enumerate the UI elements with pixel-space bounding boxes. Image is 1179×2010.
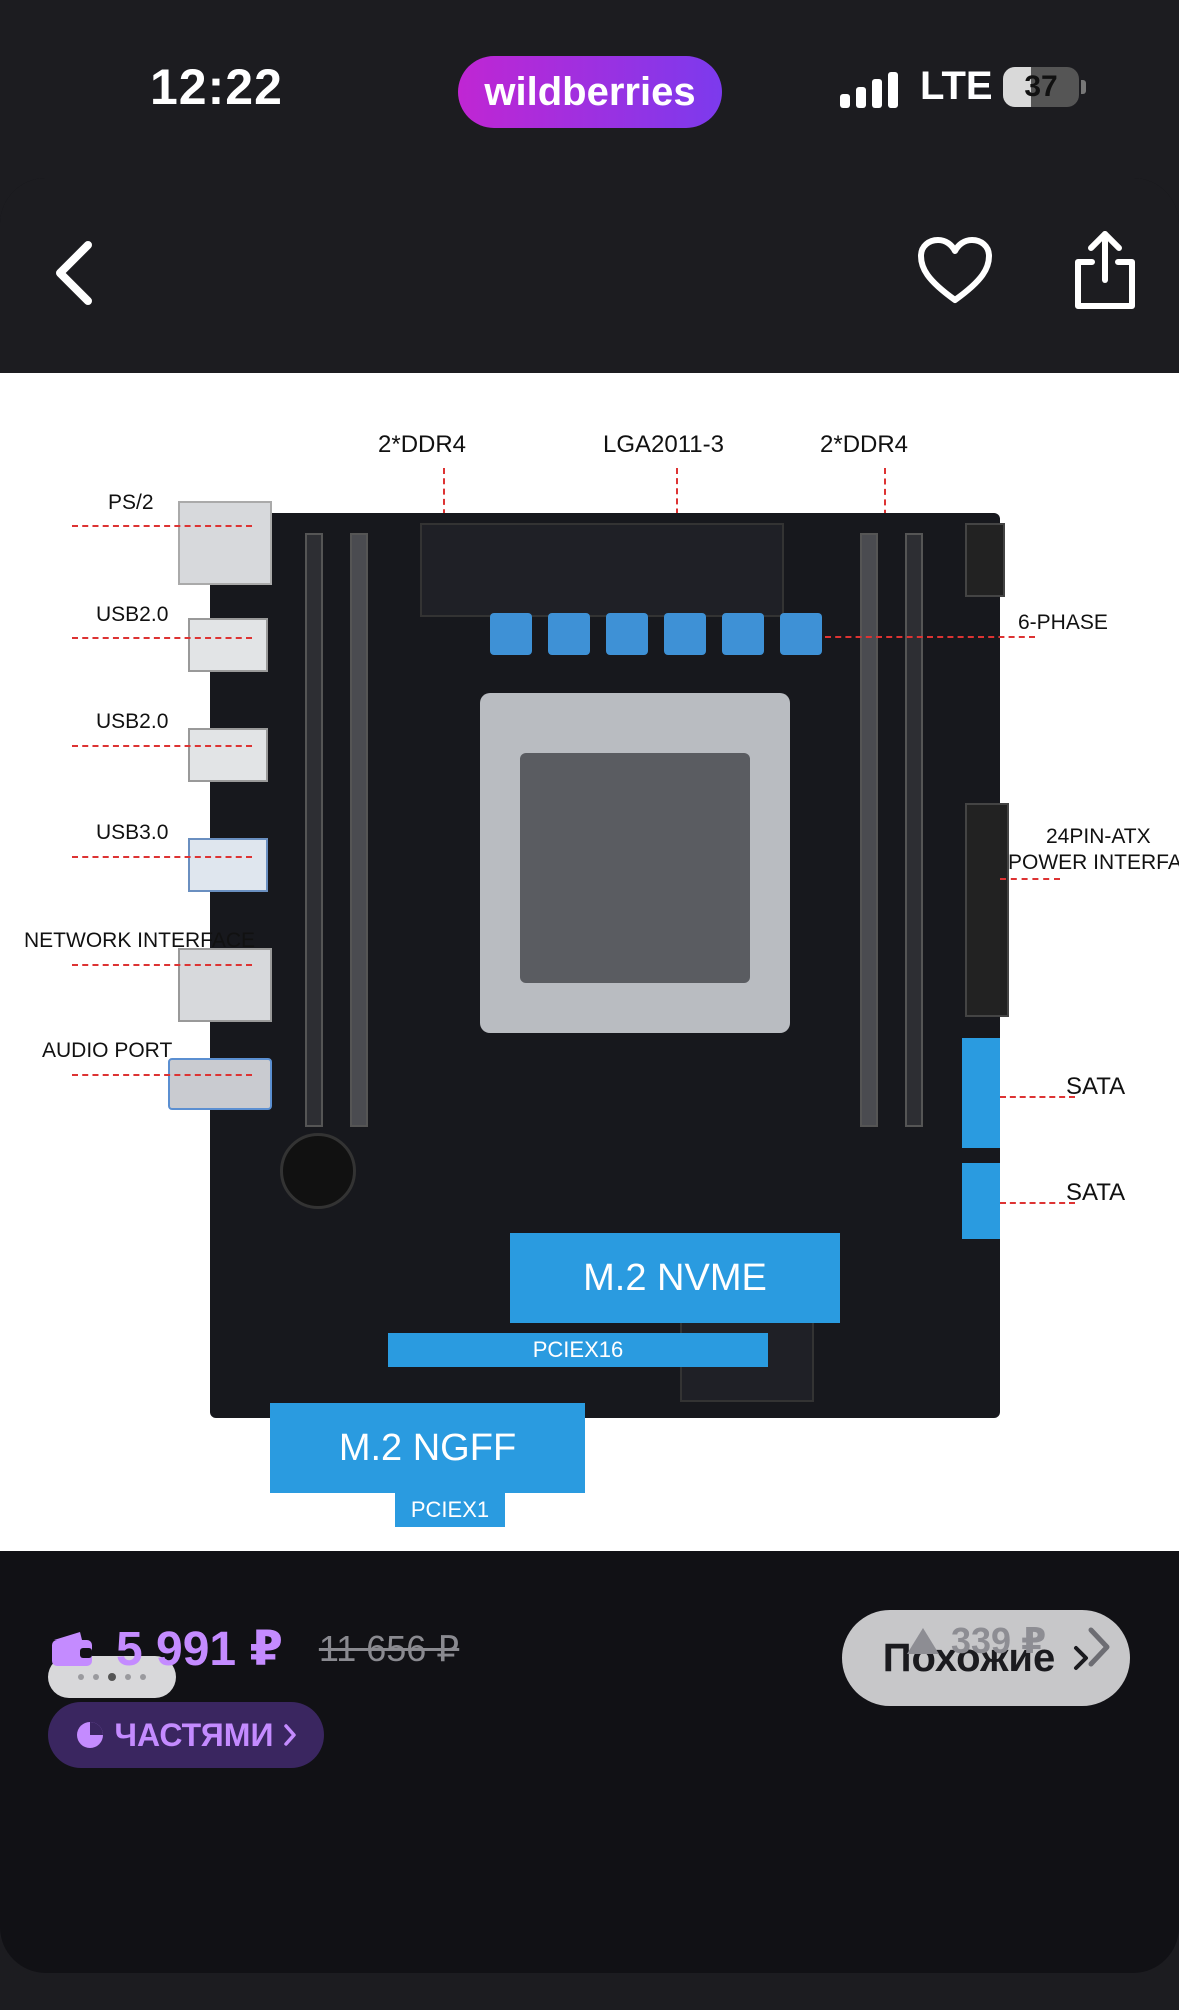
bonus-points-value: 339 ₽ (951, 1620, 1047, 1661)
product-topbar (0, 178, 1179, 373)
signal-icon (840, 72, 898, 108)
label-audio: AUDIO PORT (42, 1039, 173, 1062)
vrm-choke (780, 613, 822, 655)
chevron-right-icon (1074, 1646, 1089, 1670)
pie-chart-icon (76, 1722, 103, 1748)
favorite-button[interactable] (910, 226, 1000, 316)
eps-connector (965, 523, 1005, 597)
m2-ngff-slot: M.2 NGFF (270, 1403, 585, 1493)
usb3-port (188, 838, 268, 892)
dimm-slot (860, 533, 878, 1127)
m2-nvme-slot: M.2 NVME (510, 1233, 840, 1323)
gallery-dot[interactable] (140, 1674, 146, 1680)
label-atx-2: POWER INTERFACE (1008, 851, 1179, 874)
brand-badge: wildberries (458, 56, 722, 128)
similar-label: Похожие (882, 1635, 1056, 1680)
gallery-dot[interactable] (125, 1674, 131, 1680)
label-ddr4-right: 2*DDR4 (820, 431, 909, 458)
leader-line (1000, 1202, 1075, 1204)
leader-line (1000, 1096, 1075, 1098)
dimm-slot (905, 533, 923, 1127)
vrm-choke (722, 613, 764, 655)
cpu-socket-cover (520, 753, 750, 983)
vrm-choke (664, 613, 706, 655)
label-usb2-a: USB2.0 (96, 603, 169, 626)
label-phase: 6-PHASE (1018, 611, 1108, 634)
sata-port (962, 1038, 1000, 1148)
chevron-left-icon (56, 241, 92, 305)
chevron-right-icon[interactable] (1083, 1622, 1113, 1672)
bottom-sheet-edge (0, 1990, 1179, 2010)
share-button[interactable] (1060, 222, 1150, 318)
gallery-dot[interactable] (78, 1674, 84, 1680)
label-usb3: USB3.0 (96, 821, 169, 844)
atx-connector (965, 803, 1009, 1017)
label-sata-a: SATA (1066, 1073, 1126, 1100)
old-price: 11 656 ₽ (318, 1628, 460, 1669)
heart-icon (918, 237, 992, 303)
pciex1-slot: PCIEX1 (395, 1493, 505, 1527)
leader-line (72, 856, 252, 858)
label-network: NETWORK INTERFACE (24, 929, 256, 952)
leader-line (1000, 878, 1060, 880)
label-sata-b: SATA (1066, 1179, 1126, 1206)
ethernet-port (178, 948, 272, 1022)
current-price: 5 991 ₽ (116, 1623, 283, 1676)
installments-badge[interactable]: ЧАСТЯМИ (48, 1702, 324, 1768)
bonus-points[interactable]: 339 ₽ (905, 1620, 1046, 1662)
usb-port (188, 618, 268, 672)
wallet-icon (52, 1632, 92, 1666)
leader-line (72, 1074, 252, 1076)
vrm-choke (490, 613, 532, 655)
label-ps2: PS/2 (108, 491, 154, 514)
similar-button[interactable]: Похожие (842, 1610, 1130, 1706)
status-time: 12:22 (150, 59, 283, 115)
label-socket: LGA2011-3 (603, 431, 724, 458)
label-atx-1: 24PIN-ATX (1046, 825, 1151, 848)
cpu-socket (480, 693, 790, 1033)
leader-line (825, 636, 1035, 638)
dimm-slot (350, 533, 368, 1127)
vrm-choke (606, 613, 648, 655)
chevron-right-icon (284, 1724, 297, 1746)
leader-line (72, 525, 252, 527)
battery-tip (1081, 80, 1086, 94)
ps2-port (178, 501, 272, 585)
price-row: 5 991 ₽ 11 656 ₽ (50, 1614, 459, 1684)
network-type: LTE (920, 64, 993, 108)
battery-icon: 37 (1003, 67, 1079, 107)
cmos-battery (280, 1133, 356, 1209)
share-icon (1075, 231, 1135, 309)
leader-line (72, 637, 252, 639)
sata-port (962, 1163, 1000, 1239)
battery-level: 37 (1024, 70, 1058, 103)
pciex16-slot: PCIEX16 (388, 1333, 768, 1367)
vrm-choke (548, 613, 590, 655)
gallery-dot[interactable] (93, 1674, 99, 1680)
audio-port (168, 1058, 272, 1110)
leader-line (72, 964, 252, 966)
installments-label: ЧАСТЯМИ (114, 1716, 274, 1753)
dimm-slot (305, 533, 323, 1127)
leader-line (72, 745, 252, 747)
product-card: 2*DDR4 LGA2011-3 2*DDR4 (0, 178, 1179, 1973)
status-bar: 12:22 wildberries LTE 37 (0, 0, 1179, 176)
label-ddr4-left: 2*DDR4 (378, 431, 467, 458)
label-usb2-b: USB2.0 (96, 710, 169, 733)
triangle-up-icon (907, 1628, 939, 1654)
usb-port (188, 728, 268, 782)
back-button[interactable] (40, 228, 110, 318)
product-image[interactable]: 2*DDR4 LGA2011-3 2*DDR4 (0, 373, 1179, 1551)
vrm-heatsink (420, 523, 784, 617)
gallery-dot[interactable] (108, 1673, 116, 1681)
battery-fill (1003, 67, 1032, 107)
